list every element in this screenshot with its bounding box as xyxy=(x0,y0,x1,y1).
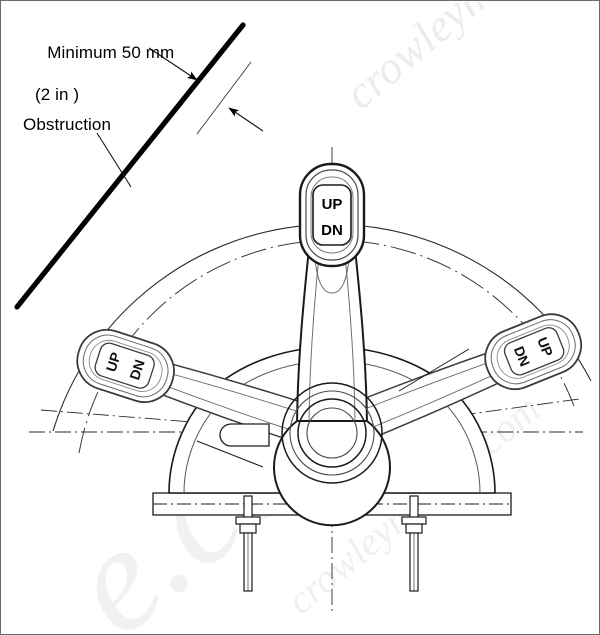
neutral-lock-tab xyxy=(219,423,270,447)
clearance-ref-line xyxy=(196,61,252,135)
clearance-label-line1: Minimum 50 mm xyxy=(47,43,175,62)
mounting-bolts xyxy=(235,495,427,592)
lever-knob-neutral: UP DN xyxy=(298,162,366,268)
trim-switch-dn-label-right: DN xyxy=(511,344,533,369)
lever-knob-right: UP DN xyxy=(484,313,583,391)
svg-text:crowleymarine.com: crowleymarine.com xyxy=(335,1,600,119)
obstruction-line xyxy=(14,22,246,310)
lever-position-rotated-left: UP DN xyxy=(76,328,328,450)
trim-switch-up-label: UP xyxy=(322,196,343,213)
leader-to-right-lever xyxy=(398,348,470,392)
trim-switch-up-label-left: UP xyxy=(103,350,124,373)
obstruction-leader xyxy=(96,132,132,188)
lever-knob-left: UP DN xyxy=(76,328,175,403)
lever-position-rotated-right: UP DN xyxy=(334,313,583,449)
clearance-leader-2 xyxy=(228,107,264,132)
trim-switch-dn-label-left: DN xyxy=(126,358,147,382)
position-leaders xyxy=(196,348,470,468)
obstruction-line-group xyxy=(14,22,246,310)
clearance-leader-1 xyxy=(148,47,198,81)
trim-switch-up-label-right: UP xyxy=(534,335,556,359)
mounting-bolt-left xyxy=(235,495,261,592)
trim-switch xyxy=(312,184,352,246)
trim-switch-dn-label: DN xyxy=(321,222,343,239)
clearance-label-line2: (2 in ) xyxy=(35,85,80,104)
pivot-hub xyxy=(273,382,391,527)
clearance-label: Minimum 50 mm (2 in ) xyxy=(28,21,174,147)
leader-to-left-lever xyxy=(196,440,264,468)
mounting-bolt-right xyxy=(401,495,427,592)
obstruction-label: Obstruction xyxy=(23,115,112,134)
clearance-dimension-group xyxy=(148,47,264,135)
